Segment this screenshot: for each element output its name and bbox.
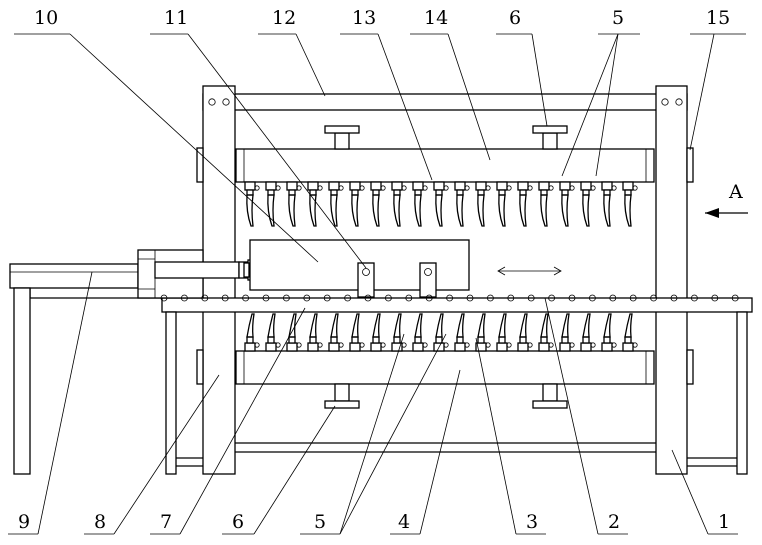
lower-nozzle bbox=[560, 314, 574, 351]
upper-nozzle bbox=[560, 182, 574, 226]
upper-manifold bbox=[236, 126, 654, 182]
lower-nozzle bbox=[266, 314, 280, 351]
upper-nozzle bbox=[287, 182, 301, 226]
callout-9: 9 bbox=[18, 511, 30, 533]
lower-nozzle bbox=[497, 314, 511, 351]
right-pad-lower bbox=[687, 350, 693, 384]
lower-nozzle bbox=[623, 314, 637, 351]
upper-nozzle bbox=[518, 182, 532, 226]
callout-6-bottom: 6 bbox=[232, 511, 244, 533]
callout-15: 15 bbox=[706, 7, 730, 29]
left-pad-lower bbox=[197, 350, 203, 384]
callout-12: 12 bbox=[272, 7, 296, 29]
callout-6-top: 6 bbox=[509, 7, 521, 29]
left-column bbox=[203, 86, 235, 474]
upper-flange-right bbox=[533, 126, 567, 149]
callout-13: 13 bbox=[352, 7, 376, 29]
lower-nozzle bbox=[581, 314, 595, 351]
callout-2: 2 bbox=[608, 511, 620, 533]
callout-8: 8 bbox=[94, 511, 106, 533]
callout-11: 11 bbox=[164, 7, 188, 29]
lower-nozzle bbox=[287, 314, 301, 351]
lower-nozzle bbox=[371, 314, 385, 351]
lower-nozzle bbox=[350, 314, 364, 351]
moving-plate bbox=[250, 240, 561, 297]
callout-1: 1 bbox=[718, 511, 730, 533]
right-pad-upper bbox=[687, 148, 693, 182]
cylinder-body bbox=[10, 264, 138, 288]
upper-nozzle-row bbox=[245, 182, 637, 226]
lower-flange-right bbox=[533, 384, 567, 408]
lower-nozzle bbox=[413, 314, 427, 351]
lower-nozzle bbox=[392, 314, 406, 351]
upper-nozzle bbox=[455, 182, 469, 226]
upper-flange-left bbox=[325, 126, 359, 149]
lower-nozzle bbox=[518, 314, 532, 351]
upper-nozzle bbox=[539, 182, 553, 226]
callout-3: 3 bbox=[526, 511, 538, 533]
upper-nozzle bbox=[392, 182, 406, 226]
upper-nozzle bbox=[266, 182, 280, 226]
lower-nozzle bbox=[434, 314, 448, 351]
callout-10: 10 bbox=[34, 7, 58, 29]
table-top bbox=[162, 298, 752, 312]
upper-nozzle bbox=[245, 182, 259, 226]
lower-nozzle bbox=[602, 314, 616, 351]
callout-7: 7 bbox=[160, 511, 172, 533]
lower-nozzle bbox=[476, 314, 490, 351]
lower-nozzle bbox=[455, 314, 469, 351]
lower-manifold-tube bbox=[236, 351, 654, 384]
view-label: A bbox=[728, 181, 743, 203]
lower-nozzle bbox=[329, 314, 343, 351]
upper-nozzle bbox=[350, 182, 364, 226]
upper-nozzle bbox=[329, 182, 343, 226]
upper-manifold-tube bbox=[236, 149, 654, 182]
callout-4: 4 bbox=[398, 511, 410, 533]
callout-5-top: 5 bbox=[612, 7, 624, 29]
lower-nozzle bbox=[245, 314, 259, 351]
piston-rod bbox=[155, 262, 239, 278]
upper-nozzle bbox=[623, 182, 637, 226]
lower-manifold bbox=[236, 351, 654, 408]
upper-nozzle bbox=[371, 182, 385, 226]
right-column bbox=[656, 86, 687, 474]
callout-5-bottom: 5 bbox=[314, 511, 326, 533]
lower-nozzle bbox=[308, 314, 322, 351]
upper-nozzle bbox=[413, 182, 427, 226]
upper-nozzle bbox=[476, 182, 490, 226]
upper-nozzle bbox=[308, 182, 322, 226]
view-arrow: A bbox=[705, 181, 748, 218]
upper-nozzle bbox=[497, 182, 511, 226]
table-leg-left bbox=[166, 312, 176, 474]
callout-14: 14 bbox=[424, 7, 448, 29]
table-leg-right bbox=[737, 312, 747, 474]
lower-nozzle bbox=[539, 314, 553, 351]
top-beam bbox=[203, 94, 687, 110]
upper-nozzle bbox=[602, 182, 616, 226]
upper-nozzle bbox=[434, 182, 448, 226]
upper-nozzle bbox=[581, 182, 595, 226]
lower-flange-left bbox=[325, 384, 359, 408]
cylinder-stand-leg bbox=[14, 288, 30, 474]
lower-nozzle-row bbox=[245, 314, 637, 351]
